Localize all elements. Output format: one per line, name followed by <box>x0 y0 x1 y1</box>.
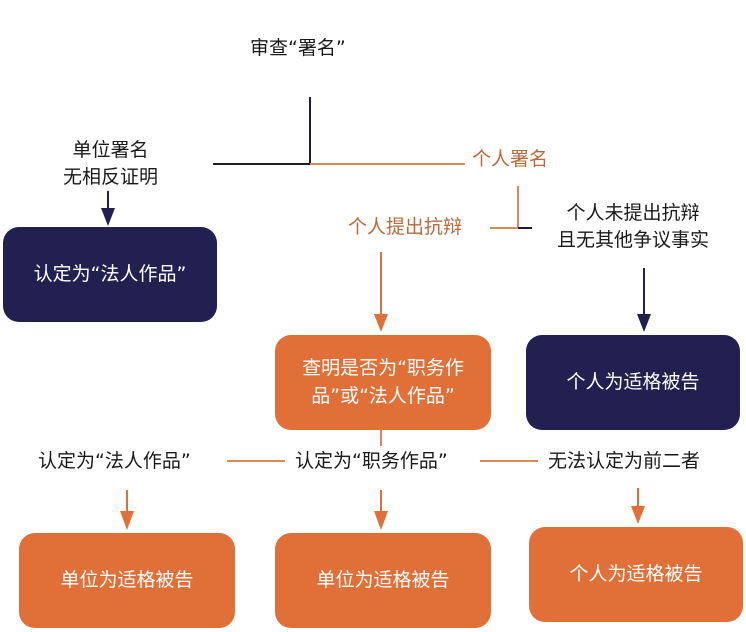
unit-arrow-head <box>101 208 115 226</box>
personal-signature-label: 个人署名 <box>472 148 549 170</box>
unit-signature-line1: 单位署名 <box>72 139 149 161</box>
legal-person-work-text: 认定为“法人作品” <box>33 262 187 285</box>
unit-signature-line2: 无相反证明 <box>62 165 158 188</box>
personal-defense-label: 个人提出抗辩 <box>348 216 463 238</box>
review-signature-label: 审查“署名” <box>250 37 346 59</box>
no-defense-line2: 且无其他争议事实 <box>556 228 709 251</box>
unit-signature-label: 单位署名 无相反证明 <box>48 137 173 190</box>
unit-defendant-2-text: 单位为适格被告 <box>316 568 450 591</box>
investigate-line2: 品”或“法人作品” <box>311 384 455 407</box>
individual-defendant-box-bottom: 个人为适格被告 <box>529 527 743 622</box>
branch-legal-person-label: 认定为“法人作品” <box>38 450 191 472</box>
arrow-right-head <box>631 506 645 524</box>
arrow-left-head <box>120 511 134 530</box>
no-defense-line1: 个人未提出抗辩 <box>566 202 700 224</box>
branch-neither-label: 无法认定为前二者 <box>548 450 701 472</box>
unit-defendant-box-2: 单位为适格被告 <box>275 533 491 628</box>
branch-service-work-label: 认定为“职务作品” <box>295 450 448 472</box>
individual-defendant-top-text: 个人为适格被告 <box>566 370 700 393</box>
no-defense-arrow-head <box>637 314 651 332</box>
legal-person-work-box: 认定为“法人作品” <box>3 227 217 322</box>
arrow-middle-head <box>374 511 388 530</box>
unit-defendant-box-1: 单位为适格被告 <box>19 533 235 628</box>
investigate-line1: 查明是否为“职务作 <box>302 356 464 379</box>
individual-defendant-box-top: 个人为适格被告 <box>526 335 740 430</box>
no-defense-label: 个人未提出抗辩 且无其他争议事实 <box>540 200 726 253</box>
unit-defendant-1-text: 单位为适格被告 <box>60 568 194 591</box>
defense-arrow-head <box>374 314 388 332</box>
investigate-box: 查明是否为“职务作 品”或“法人作品” <box>275 335 491 430</box>
individual-defendant-bottom-text: 个人为适格被告 <box>569 562 703 585</box>
